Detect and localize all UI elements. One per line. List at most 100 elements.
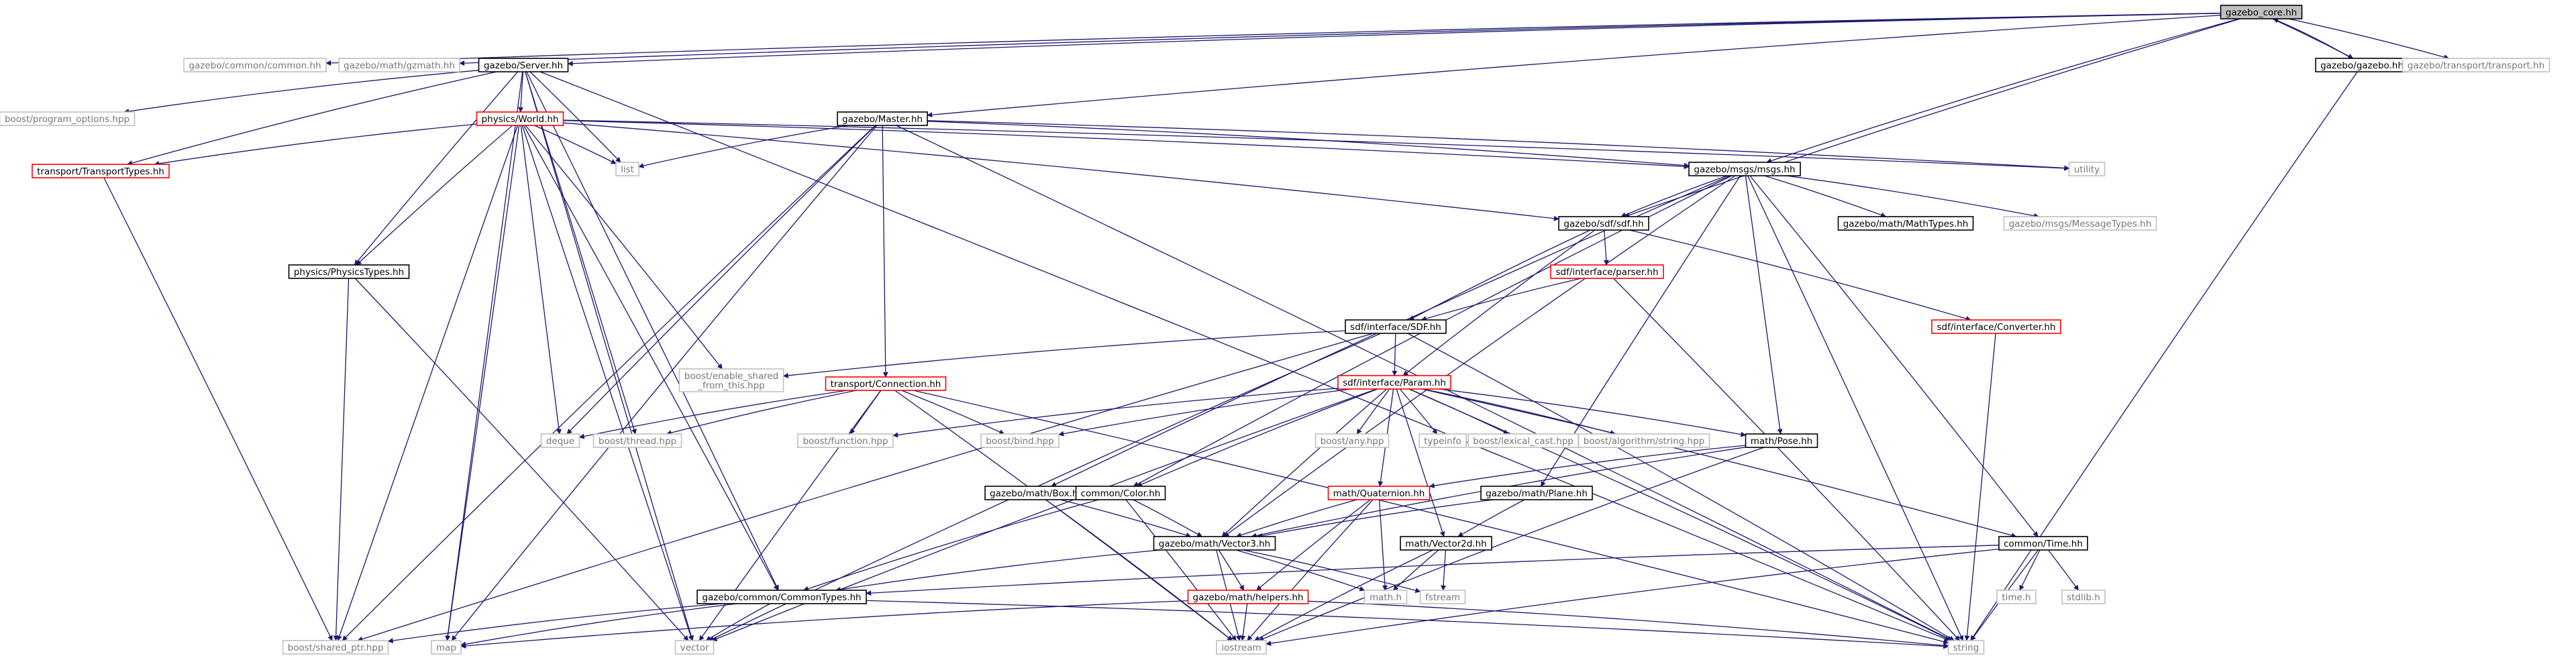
node-label: gazebo/math/Plane.hh (1486, 488, 1588, 499)
node-boost-program-options-hpp: boost/program_options.hpp (0, 111, 136, 126)
edge-gazebo-to-string (1970, 71, 2358, 641)
node-label: gazebo/Server.hh (484, 60, 563, 71)
node-physics-physicstypes-hh[interactable]: physics/PhysicsTypes.hh (288, 264, 410, 279)
edge-vec3-to-ctypes (835, 549, 1161, 592)
node-box (593, 433, 682, 448)
edge-param-to-typeinfo (1399, 388, 1438, 435)
node-transport-connection-hh[interactable]: transport/Connection.hh (825, 376, 947, 391)
node-gazebo-math-plane-hh[interactable]: gazebo/math/Plane.hh (1480, 486, 1593, 500)
node-time-h: time.h (1996, 590, 2037, 604)
edge-master-to-map (451, 125, 878, 641)
node-label: boost/algorithm/string.hpp (1584, 436, 1704, 447)
node-sdf-interface-converter-hh[interactable]: sdf/interface/Converter.hh (1931, 319, 2061, 334)
node-gazebo-core-hh[interactable]: gazebo_core.hh (2220, 5, 2303, 19)
node-transport-transporttypes-hh[interactable]: transport/TransportTypes.hh (32, 164, 170, 178)
node-label: vector (680, 643, 709, 653)
edge-server-to-world (518, 71, 524, 113)
edge-server-to-ctypes (526, 71, 779, 591)
node-box (697, 590, 867, 604)
edge-master-to-list (638, 125, 849, 168)
edge-pose-to-quat (1429, 445, 1746, 489)
node-label: boost/any.hpp (1321, 436, 1384, 447)
edge-master-to-utility (927, 120, 2070, 171)
edge-param-to-pose (1439, 388, 1747, 437)
node-common-color-hh[interactable]: common/Color.hh (1075, 486, 1166, 500)
edge-world-to-ctypes (523, 125, 779, 591)
edge-ctypes-to-vector (705, 603, 771, 641)
edge-server-to-boostpo (123, 70, 479, 114)
node-gazebo-master-hh[interactable]: gazebo/Master.hh (837, 111, 928, 126)
node-label: sdf/interface/SDF.hh (1350, 322, 1441, 333)
edge-root-to-common (325, 12, 2221, 66)
node-label: gazebo/common/common.hh (189, 60, 321, 71)
node-label: gazebo/math/Vector3.hh (1159, 539, 1270, 549)
node-fstream: fstream (1419, 590, 1466, 604)
node-gazebo-server-hh[interactable]: gazebo/Server.hh (478, 58, 569, 72)
node-box (1550, 264, 1664, 279)
node-sdf-interface-parser-hh[interactable]: sdf/interface/parser.hh (1550, 264, 1664, 279)
node-box (678, 368, 784, 392)
edge-msgs-to-time (1749, 175, 2039, 537)
node-gazebo-math-helpers-hh[interactable]: gazebo/math/helpers.hh (1187, 590, 1309, 604)
node-box (338, 58, 460, 72)
edge-parser-to-string (1613, 278, 1960, 641)
node-box (674, 640, 715, 655)
edge-ctypes-to-map (460, 603, 737, 647)
node-sdf-interface-param-hh[interactable]: sdf/interface/Param.hh (1337, 375, 1451, 390)
node-box (1931, 319, 2061, 334)
node-label: physics/PhysicsTypes.hh (294, 267, 404, 278)
node-gazebo-math-vector3-hh[interactable]: gazebo/math/Vector3.hh (1153, 536, 1276, 551)
edge-sdfhh-to-parser (1603, 229, 1609, 266)
node-box (0, 111, 136, 126)
edge-msgs-to-mathtypes (1764, 175, 1887, 218)
node-label: map (436, 643, 456, 653)
edge-msgs-to-sdfhh (1620, 175, 1728, 217)
node-label: gazebo/math/MathTypes.hh (1843, 219, 1969, 229)
edge-vec2-to-iostream (1253, 549, 1433, 641)
node-label: boost/shared_ptr.hpp (288, 643, 384, 653)
node-list: list (615, 162, 639, 176)
edge-helpers-to-iostream (1240, 603, 1248, 641)
node-gazebo-sdf-sdf-hh[interactable]: gazebo/sdf/sdf.hh (1558, 216, 1649, 231)
edge-msgs-to-msgtypes (1786, 175, 2040, 219)
node-label: physics/World.hh (482, 114, 559, 125)
node-label: common/Time.hh (2004, 539, 2083, 549)
node-sdf-interface-sdf-hh[interactable]: sdf/interface/SDF.hh (1345, 319, 1447, 334)
edge-root-to-sdfhh (1624, 18, 2241, 218)
node-gazebo-gazebo-hh[interactable]: gazebo/gazebo.hh (2315, 58, 2409, 72)
node-stdlib-h: stdlib.h (2061, 590, 2106, 604)
node-gazebo-math-mathtypes-hh[interactable]: gazebo/math/MathTypes.hh (1837, 216, 1974, 231)
edge-color-to-vec3 (1133, 499, 1202, 537)
node-label: boost/program_options.hpp (5, 114, 130, 125)
edge-param-to-color (1136, 388, 1378, 487)
node-gazebo-msgs-msgs-hh[interactable]: gazebo/msgs/msgs.hh (1688, 162, 1801, 176)
node-gazebo-common-commontypes-hh[interactable]: gazebo/common/CommonTypes.hh (697, 590, 867, 604)
edge-vec3-to-helpers (1218, 549, 1245, 591)
edge-server-to-list (529, 71, 621, 163)
node-math-pose-hh[interactable]: math/Pose.hh (1745, 433, 1818, 448)
edge-param-to-string (1408, 388, 1953, 641)
node-gazebo-math-box-hh[interactable]: gazebo/math/Box.hh (984, 486, 1089, 500)
node-box (431, 640, 462, 655)
node-boost-algorithm-string-hpp: boost/algorithm/string.hpp (1578, 433, 1710, 448)
edge-param-to-vec2 (1396, 388, 1445, 537)
node-label: common/Color.hh (1081, 488, 1161, 499)
node-math-vector2d-hh[interactable]: math/Vector2d.hh (1400, 536, 1492, 551)
node-label: gazebo/transport/transport.hh (2408, 60, 2544, 71)
node-box (1419, 433, 1467, 448)
edge-SDF-to-param (1392, 333, 1398, 376)
node-label: boost/function.hpp (803, 436, 888, 447)
node-math-quaternion-hh[interactable]: math/Quaternion.hh (1327, 486, 1431, 500)
edge-color-to-iostream (1125, 499, 1237, 641)
edge-world-to-ttypes (154, 123, 477, 166)
edge-conn-to-thread (666, 390, 857, 436)
node-physics-world-hh[interactable]: physics/World.hh (476, 111, 564, 126)
node-label: transport/TransportTypes.hh (37, 166, 164, 177)
node-box (1400, 536, 1492, 551)
node-boost-shared-ptr-hpp: boost/shared_ptr.hpp (282, 640, 389, 655)
node-label: list (621, 164, 634, 175)
node-common-time-hh[interactable]: common/Time.hh (1998, 536, 2088, 551)
node-label: deque (546, 436, 574, 447)
edge-layer (103, 12, 2450, 649)
edge-color-to-ctypes (803, 499, 1099, 592)
